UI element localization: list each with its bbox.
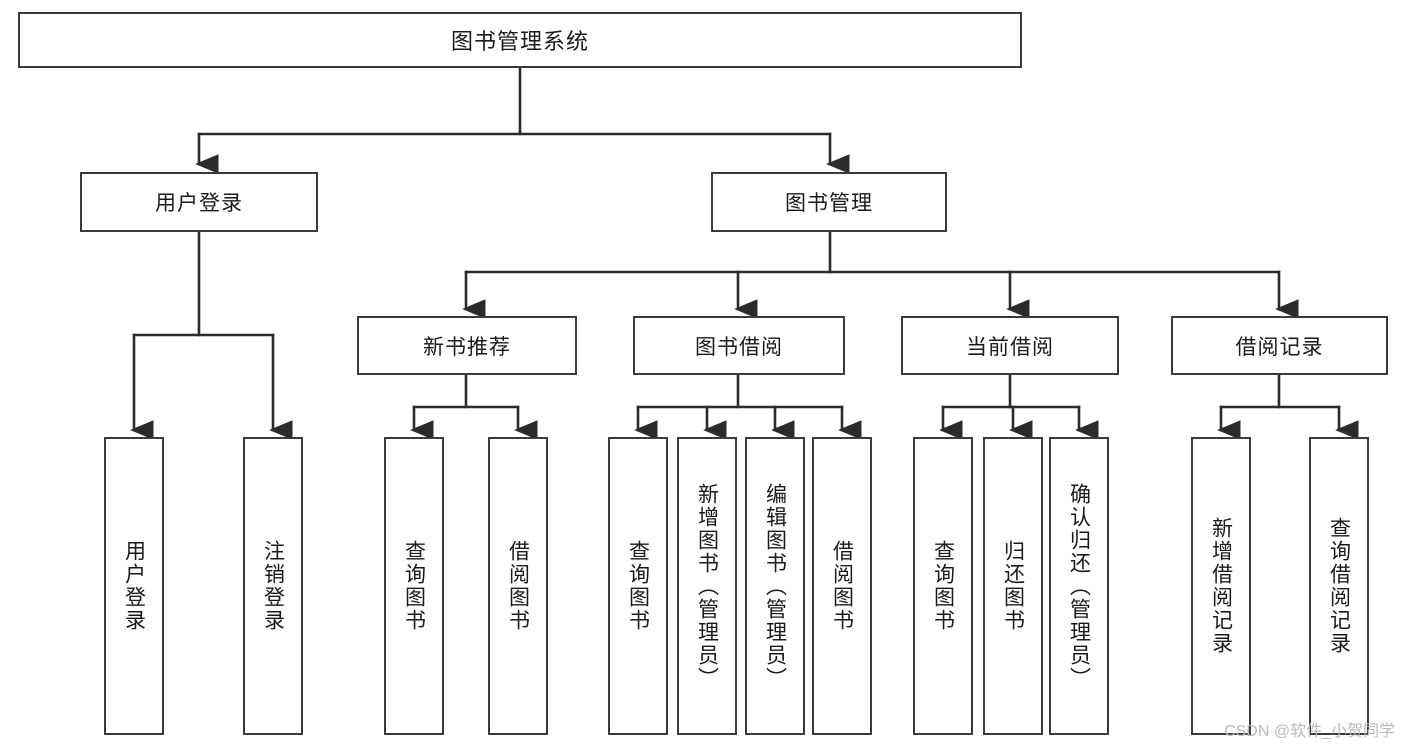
node-root-label: 图书管理系统	[450, 29, 589, 54]
node-root[interactable]: 图书管理系统	[18, 12, 1022, 68]
node-new-book-recommend[interactable]: 新书推荐	[357, 316, 577, 375]
node-borrow-record[interactable]: 借阅记录	[1171, 316, 1388, 375]
node-user-login[interactable]: 用户登录	[80, 172, 318, 232]
node-leaf-query-record-label: 查询借阅记录	[1327, 517, 1351, 655]
node-book-manage-label: 图书管理	[785, 192, 873, 215]
node-leaf-query-book-1[interactable]: 查询图书	[384, 437, 444, 735]
node-leaf-query-book-3-label: 查询图书	[931, 540, 955, 632]
node-leaf-add-record-label: 新增借阅记录	[1209, 517, 1233, 655]
node-leaf-logout-label: 注销登录	[261, 540, 285, 632]
node-leaf-borrow-book-1[interactable]: 借阅图书	[488, 437, 548, 735]
node-leaf-borrow-book-2-label: 借阅图书	[830, 540, 854, 632]
node-leaf-confirm-return-label: 确认归还（管理员）	[1067, 482, 1091, 690]
node-borrow-record-label: 借阅记录	[1235, 335, 1324, 359]
node-leaf-add-book[interactable]: 新增图书（管理员）	[677, 437, 737, 735]
node-leaf-edit-book-label: 编辑图书（管理员）	[763, 482, 787, 690]
node-leaf-edit-book[interactable]: 编辑图书（管理员）	[745, 437, 805, 735]
node-new-book-recommend-label: 新书推荐	[423, 335, 511, 359]
node-user-login-label: 用户登录	[155, 192, 243, 215]
node-leaf-query-book-3[interactable]: 查询图书	[913, 437, 973, 735]
node-leaf-borrow-book-2[interactable]: 借阅图书	[812, 437, 872, 735]
node-book-borrow[interactable]: 图书借阅	[633, 316, 845, 375]
node-leaf-query-book-1-label: 查询图书	[402, 540, 426, 632]
node-leaf-query-book-2[interactable]: 查询图书	[608, 437, 668, 735]
node-leaf-borrow-book-1-label: 借阅图书	[506, 540, 530, 632]
node-leaf-logout[interactable]: 注销登录	[243, 437, 303, 735]
node-current-borrow[interactable]: 当前借阅	[901, 316, 1119, 375]
node-leaf-confirm-return[interactable]: 确认归还（管理员）	[1049, 437, 1109, 735]
node-current-borrow-label: 当前借阅	[966, 335, 1054, 359]
node-book-borrow-label: 图书借阅	[695, 335, 783, 359]
node-leaf-user-login-label: 用户登录	[122, 540, 146, 632]
node-leaf-query-record[interactable]: 查询借阅记录	[1309, 437, 1369, 735]
node-leaf-return-book-label: 归还图书	[1001, 540, 1025, 632]
node-book-manage[interactable]: 图书管理	[711, 172, 947, 232]
node-leaf-add-record[interactable]: 新增借阅记录	[1191, 437, 1251, 735]
node-leaf-query-book-2-label: 查询图书	[626, 540, 650, 632]
node-leaf-return-book[interactable]: 归还图书	[983, 437, 1043, 735]
node-leaf-user-login[interactable]: 用户登录	[104, 437, 164, 735]
node-leaf-add-book-label: 新增图书（管理员）	[695, 482, 719, 690]
